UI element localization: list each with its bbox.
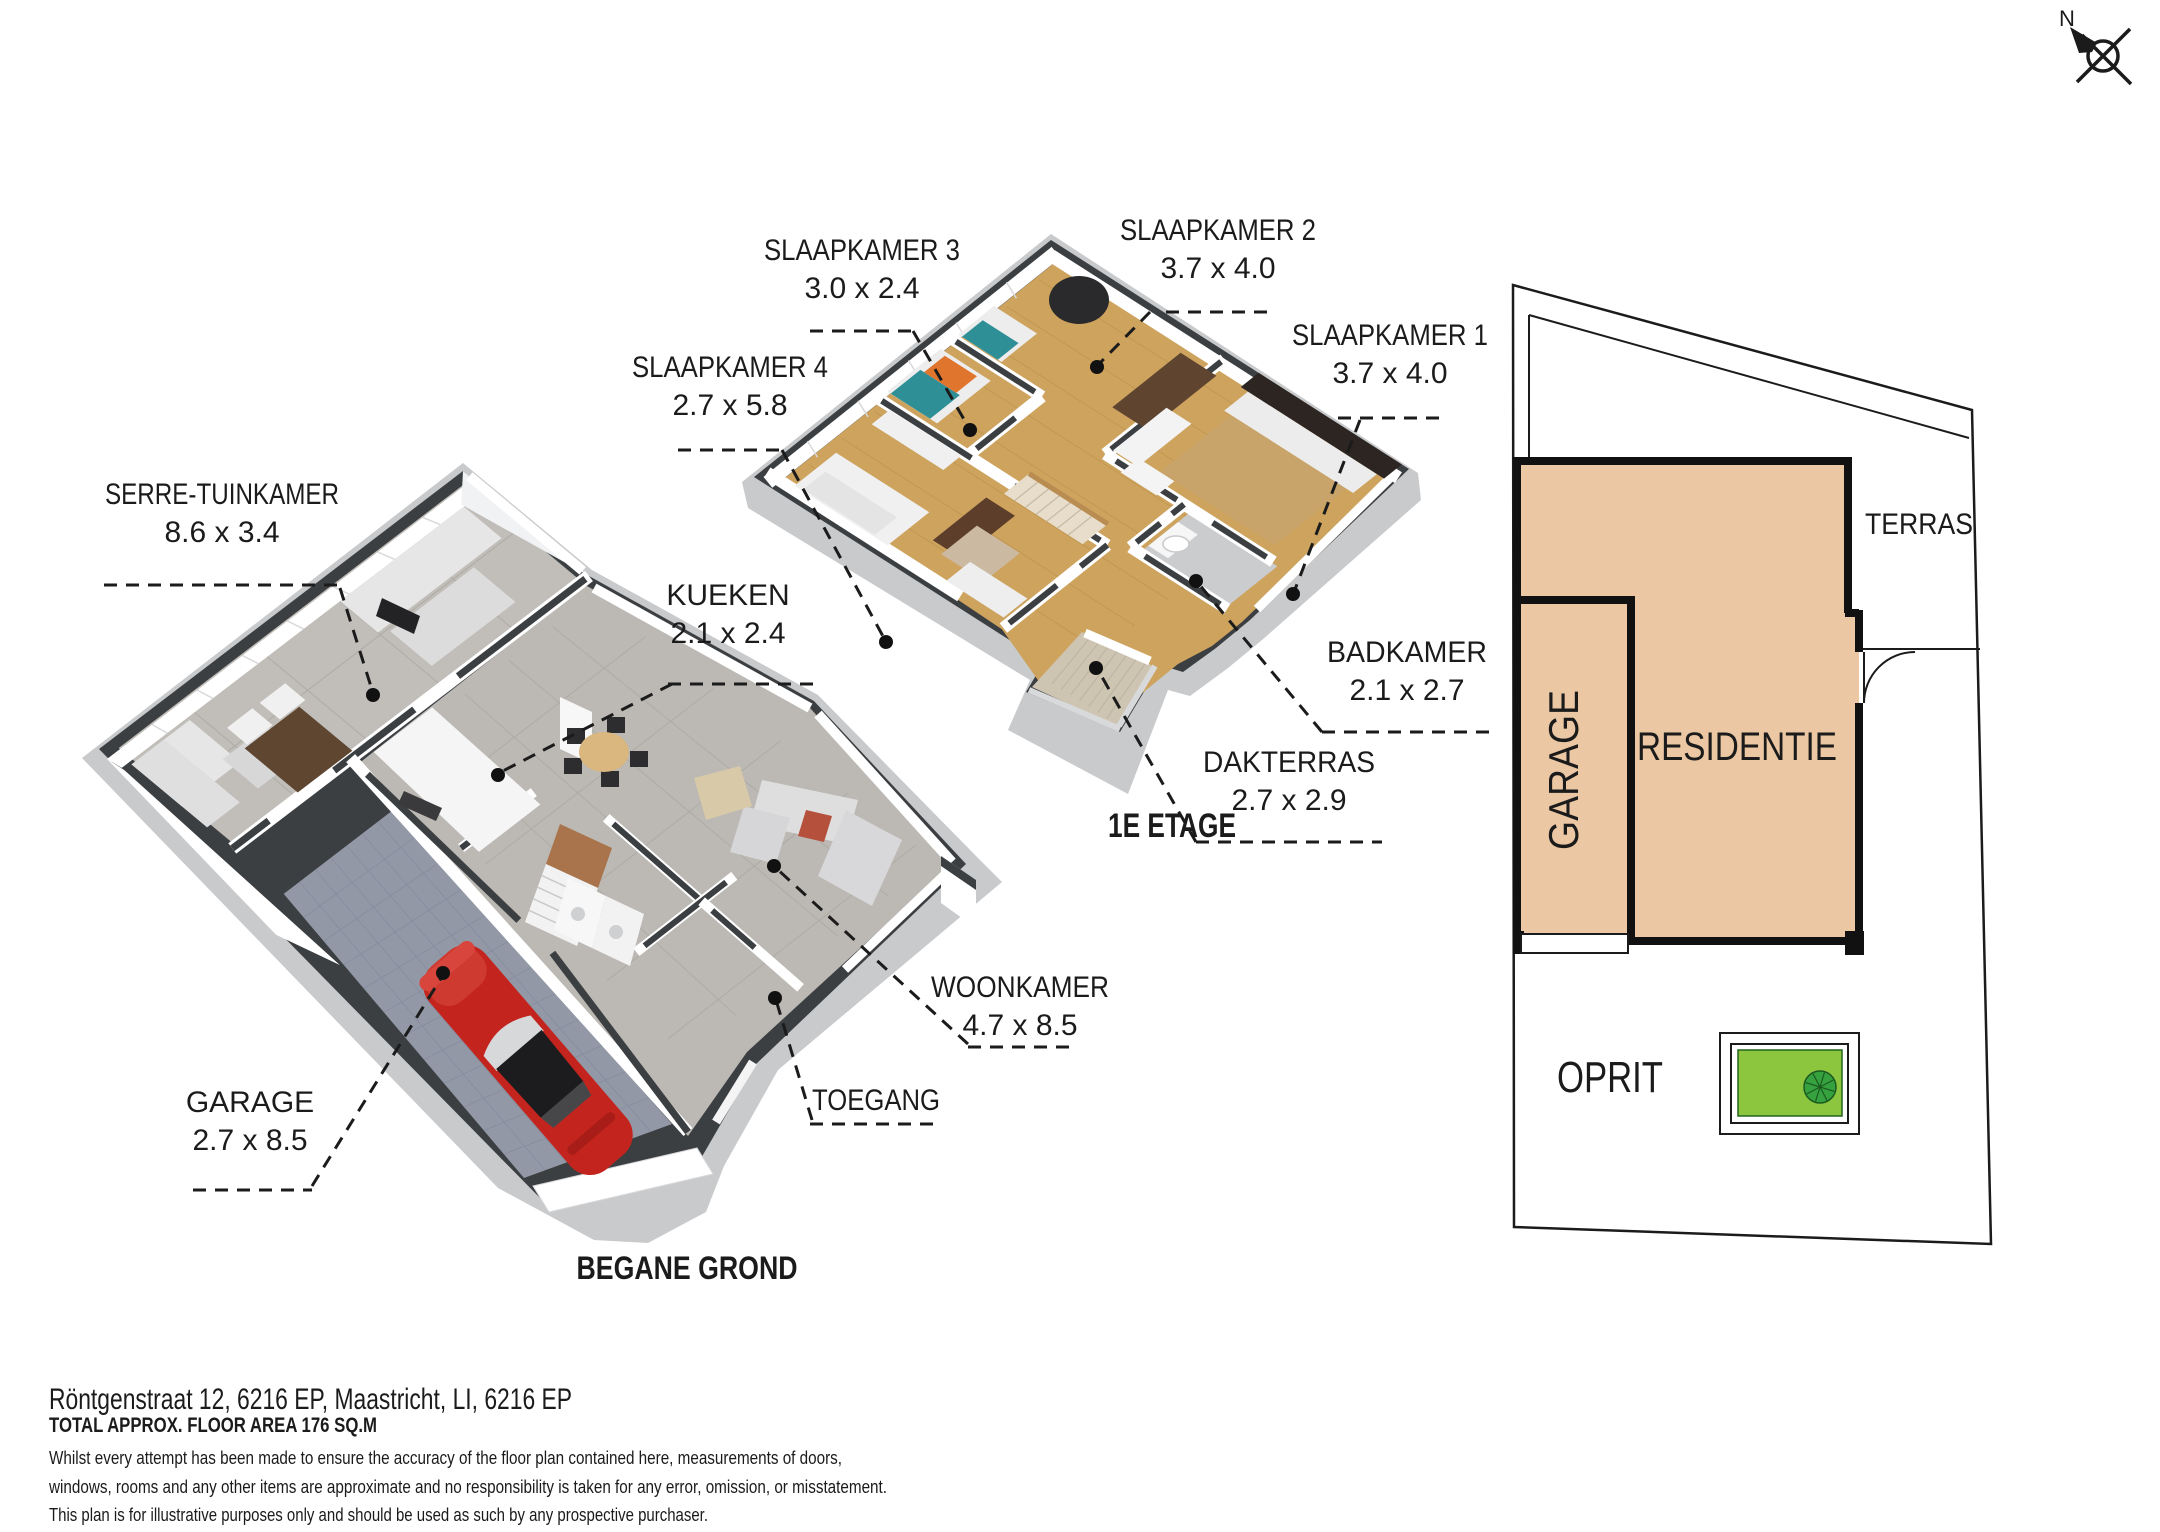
svg-text:TOTAL APPROX. FLOOR AREA 176 S: TOTAL APPROX. FLOOR AREA 176 SQ.M [49,1414,377,1437]
svg-text:Röntgenstraat 12, 6216 EP, Maa: Röntgenstraat 12, 6216 EP, Maastricht, L… [49,1383,572,1416]
svg-text:TERRAS: TERRAS [1865,508,1973,541]
svg-text:4.7 x 8.5: 4.7 x 8.5 [962,1009,1077,1042]
svg-text:OPRIT: OPRIT [1557,1053,1663,1102]
svg-text:TOEGANG: TOEGANG [812,1084,940,1117]
svg-text:RESIDENTIE: RESIDENTIE [1637,725,1837,769]
svg-text:windows, rooms and any other i: windows, rooms and any other items are a… [48,1477,887,1497]
svg-text:3.0 x 2.4: 3.0 x 2.4 [804,272,919,305]
svg-text:BEGANE GROND: BEGANE GROND [577,1250,798,1286]
svg-text:Whilst every attempt has been: Whilst every attempt has been made to en… [49,1448,842,1468]
svg-text:1E ETAGE: 1E ETAGE [1108,807,1236,845]
svg-text:SLAAPKAMER 2: SLAAPKAMER 2 [1120,214,1316,247]
svg-text:2.1 x 2.7: 2.1 x 2.7 [1349,674,1464,707]
svg-text:8.6 x 3.4: 8.6 x 3.4 [164,516,279,549]
svg-text:2.7 x 2.9: 2.7 x 2.9 [1231,784,1346,817]
svg-text:3.7 x 4.0: 3.7 x 4.0 [1160,252,1275,285]
svg-text:DAKTERRAS: DAKTERRAS [1203,746,1375,779]
svg-text:WOONKAMER: WOONKAMER [931,971,1109,1004]
svg-text:BADKAMER: BADKAMER [1327,636,1487,669]
svg-text:2.7 x 5.8: 2.7 x 5.8 [672,389,787,422]
svg-text:3.7 x 4.0: 3.7 x 4.0 [1332,357,1447,390]
svg-text:N: N [2059,6,2075,31]
svg-text:SLAAPKAMER 3: SLAAPKAMER 3 [764,234,960,267]
svg-text:SLAAPKAMER 1: SLAAPKAMER 1 [1292,319,1488,352]
svg-text:KUEKEN: KUEKEN [666,579,789,612]
svg-text:SERRE-TUINKAMER: SERRE-TUINKAMER [105,478,339,511]
svg-text:2.1 x 2.4: 2.1 x 2.4 [670,617,785,650]
svg-text:This plan is for illustrative: This plan is for illustrative purposes o… [49,1505,708,1525]
svg-text:2.7 x 8.5: 2.7 x 8.5 [192,1124,307,1157]
svg-text:SLAAPKAMER 4: SLAAPKAMER 4 [632,351,828,384]
svg-text:GARAGE: GARAGE [1540,690,1587,850]
svg-text:GARAGE: GARAGE [186,1086,314,1119]
